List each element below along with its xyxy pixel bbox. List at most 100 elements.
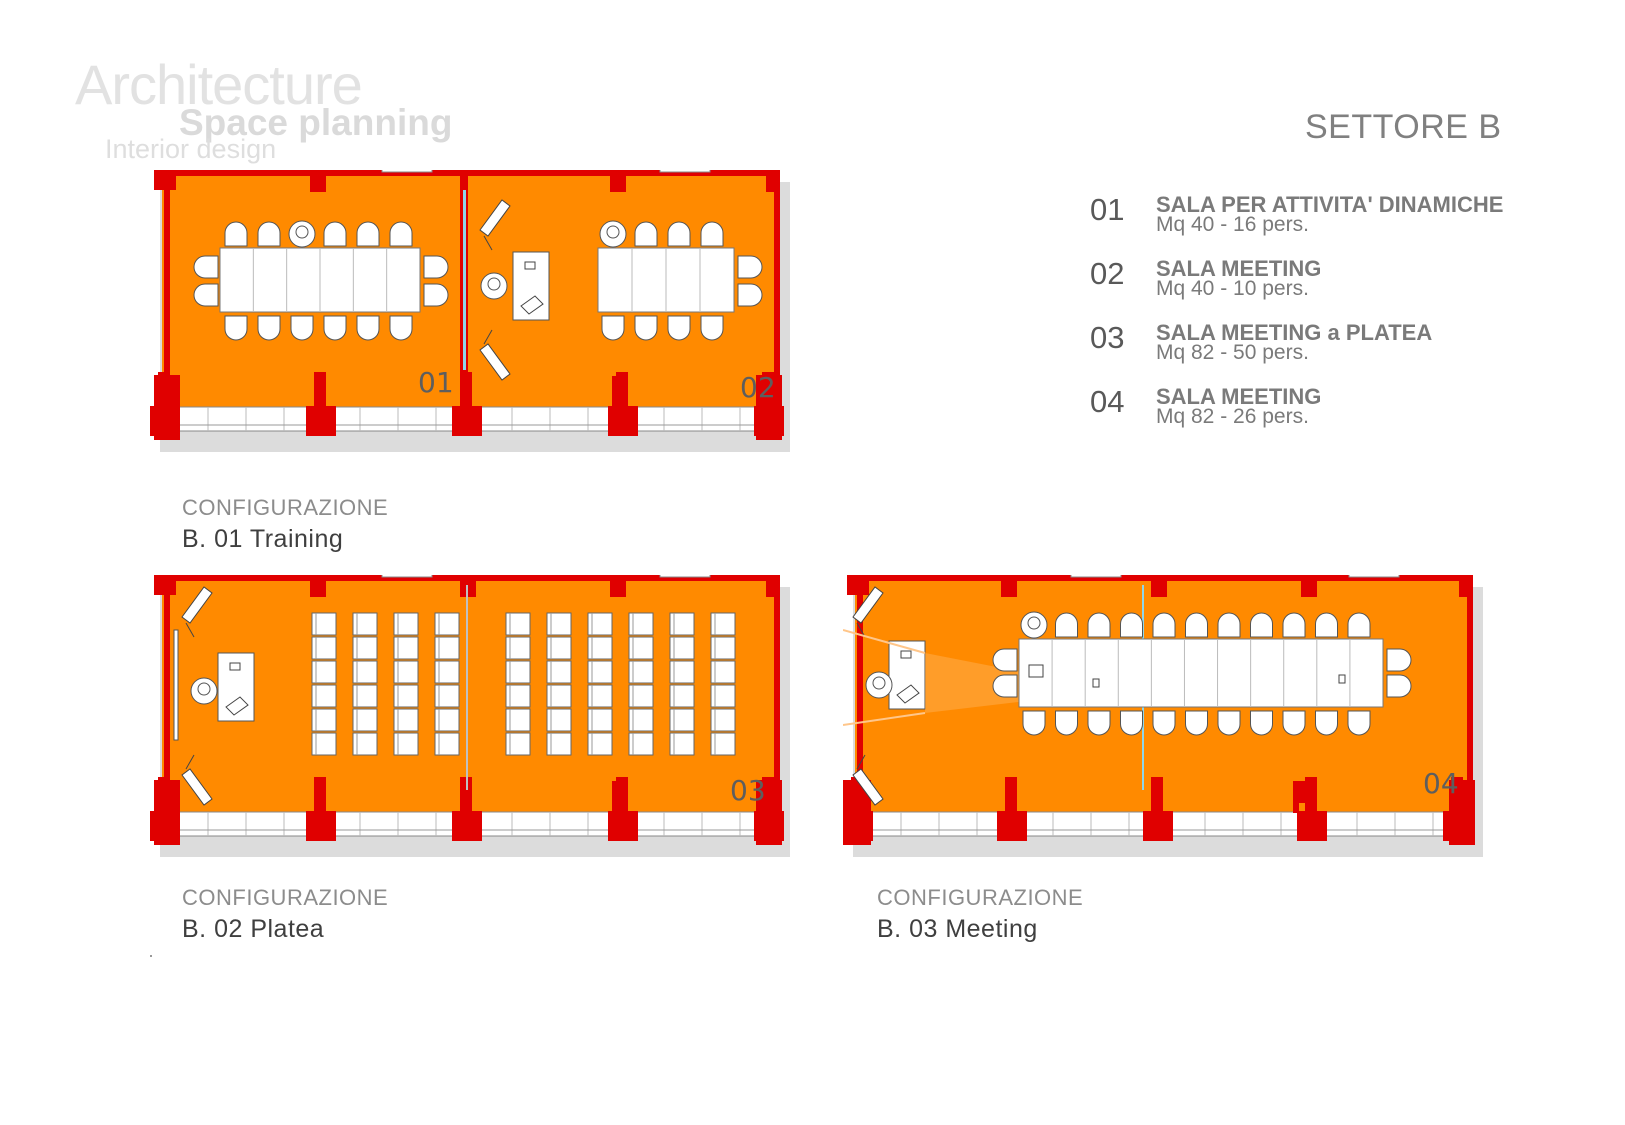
floor-plan-platea: 03 — [150, 575, 820, 885]
brand-space-planning: Space planning — [179, 102, 453, 143]
flipchart-leg — [856, 622, 866, 638]
folding-partition — [466, 585, 468, 790]
chair — [1347, 710, 1371, 736]
chair — [257, 315, 281, 341]
chair — [356, 221, 380, 247]
pillar-top — [310, 170, 326, 192]
flipchart-stand — [852, 586, 884, 624]
desk-device — [524, 261, 536, 270]
flipchart-stand — [181, 768, 213, 806]
caption-config-name: B. 02 Platea — [182, 915, 325, 943]
theatre-seat — [546, 660, 572, 684]
chair — [356, 315, 380, 341]
theatre-seat — [311, 732, 337, 756]
pillar-bottom — [1143, 777, 1173, 841]
theatre-seat — [311, 684, 337, 708]
wall-left — [857, 575, 863, 815]
door-opening — [659, 170, 711, 173]
chair — [1120, 612, 1143, 638]
person-head — [487, 277, 501, 291]
chair — [737, 283, 763, 307]
chair — [257, 221, 281, 247]
theatre-seat — [669, 612, 695, 636]
chair — [224, 221, 248, 247]
flipchart-stand — [852, 768, 884, 806]
desk-device — [900, 650, 912, 659]
chair — [1185, 710, 1208, 736]
chair — [1055, 710, 1078, 736]
theatre-seat — [587, 612, 613, 636]
chair — [1152, 612, 1176, 638]
chair — [224, 315, 248, 341]
pillar-bottom — [306, 372, 336, 436]
flipchart-leg — [483, 235, 493, 251]
pillar-top — [1301, 575, 1317, 597]
room-number-03: 03 — [730, 774, 766, 807]
door-opening — [659, 575, 711, 578]
theatre-seat — [628, 684, 654, 708]
theatre-seat — [505, 732, 531, 756]
chair — [423, 255, 449, 279]
chair — [290, 315, 314, 341]
chair — [601, 315, 625, 341]
chair — [1087, 710, 1111, 736]
floor-plan-training-drawing: 01 02 — [150, 170, 790, 452]
pillar-bottom — [997, 777, 1027, 841]
projection-beam-edge — [843, 629, 926, 726]
legend-room-name: SALA PER ATTIVITA' DINAMICHE — [1156, 192, 1504, 217]
table-device — [1092, 678, 1100, 688]
theatre-seat — [710, 708, 736, 732]
brand-watermark: Architecture Space planning Interior des… — [75, 52, 495, 172]
floor-plan-training: 01 02 — [150, 170, 820, 480]
pillar-bracket — [612, 781, 626, 813]
theatre-seat — [587, 708, 613, 732]
floor-plan-meeting: 04 — [843, 575, 1513, 885]
pillar-corner-top-left — [847, 575, 869, 595]
pillar-bottom — [608, 372, 638, 436]
pillar-corner-top-right — [1459, 575, 1473, 597]
room-legend: 01 SALA PER ATTIVITA' DINAMICHE Mq 40 - … — [1090, 192, 1590, 448]
theatre-seat — [587, 636, 613, 660]
pillar-top — [1151, 575, 1167, 597]
floor-plan-platea-drawing: 03 — [150, 575, 790, 857]
legend-room-capacity: Mq 40 - 16 pers. — [1156, 213, 1309, 236]
person-figure — [599, 220, 627, 248]
theatre-seat — [352, 636, 378, 660]
chair — [1217, 612, 1241, 638]
pillar-top — [610, 170, 626, 192]
pillar-bottom — [306, 777, 336, 841]
pillar-corner-top-left — [154, 575, 176, 595]
room-number-02: 02 — [740, 371, 776, 404]
chair — [700, 315, 724, 341]
theatre-seat — [628, 660, 654, 684]
theatre-seat — [434, 708, 460, 732]
theatre-seat — [628, 732, 654, 756]
brand-architecture: Architecture — [75, 53, 363, 116]
caption-kicker: CONFIGURAZIONE — [182, 495, 389, 520]
theatre-seat — [393, 732, 419, 756]
chair — [992, 648, 1018, 672]
caption-config-name: B. 03 Meeting — [877, 915, 1038, 943]
pillar-bottom-right — [1449, 780, 1475, 845]
door-opening — [381, 575, 433, 578]
theatre-seat — [393, 636, 419, 660]
theatre-seat — [393, 708, 419, 732]
caption-kicker: CONFIGURAZIONE — [877, 885, 1084, 910]
theatre-seat — [628, 612, 654, 636]
chair — [634, 221, 658, 247]
pillar-bottom-right — [756, 780, 782, 845]
caption-kicker: CONFIGURAZIONE — [182, 885, 389, 910]
theatre-seat — [352, 660, 378, 684]
chair — [193, 255, 219, 279]
table-device — [1028, 664, 1044, 678]
theatre-seat — [710, 636, 736, 660]
conference-table — [1018, 638, 1384, 708]
theatre-seat — [352, 708, 378, 732]
legend-number: 04 — [1090, 384, 1125, 419]
chair — [1022, 710, 1046, 736]
theatre-seat — [710, 612, 736, 636]
pillar-bottom-left — [154, 780, 180, 845]
chair — [737, 255, 763, 279]
flipchart-stand — [479, 199, 511, 237]
theatre-seat — [669, 708, 695, 732]
